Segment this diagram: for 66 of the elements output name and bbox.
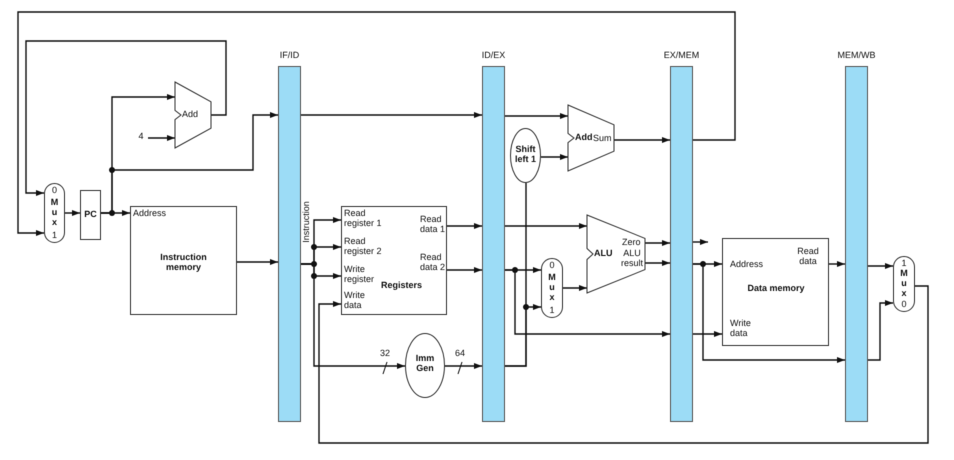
port-label: Read data (796, 246, 820, 267)
arrow (447, 223, 482, 229)
arrow (829, 261, 845, 267)
component-label: Imm Gen (414, 353, 436, 374)
multiplexer-label: Mux (900, 269, 908, 299)
arrow (25, 40, 227, 196)
signal-label: Instruction (300, 201, 312, 243)
input-number: 0 (900, 299, 908, 310)
arrow (148, 135, 175, 141)
port-label: Write data (344, 290, 366, 311)
component-label: Shift left 1 (514, 144, 537, 165)
port-label: Read data 1 (420, 214, 446, 235)
arrow (505, 113, 568, 119)
arrow (693, 263, 845, 363)
component-label: Add (182, 109, 200, 120)
port-label: Read data 2 (420, 252, 446, 273)
arrow (447, 267, 482, 273)
multiplexer-label: Mux (548, 273, 556, 303)
arrow (868, 263, 893, 269)
input-number: 1 (548, 305, 556, 316)
component-label: Instruction memory (159, 252, 208, 273)
arrow (17, 11, 736, 236)
arrow (505, 269, 670, 337)
arrow (445, 363, 482, 369)
arrow (505, 223, 587, 229)
port-label: Write data (730, 318, 752, 339)
arrow (237, 259, 278, 265)
arrow (868, 300, 893, 361)
port-label: Address (133, 208, 168, 218)
port-label: Zero (622, 237, 642, 248)
arrow (318, 285, 929, 444)
arrow (645, 260, 670, 266)
port-label: Write register (344, 264, 376, 285)
component-label: Data memory (746, 283, 806, 294)
arrow (693, 331, 722, 337)
multiplexer-label: Mux (50, 198, 59, 228)
input-number: 1 (50, 230, 58, 240)
port-label: ALU result (620, 248, 644, 269)
arrow (301, 263, 405, 369)
arrow (301, 112, 482, 118)
register-label: MEM/WB (836, 50, 876, 60)
port-label: Sum (593, 133, 613, 144)
component-label: Add (575, 132, 594, 142)
arrow (541, 154, 568, 160)
port-label: Read register 1 (344, 208, 383, 229)
edge-label: 32 (379, 349, 392, 358)
arrow (645, 240, 670, 246)
component-label: PC (83, 209, 98, 220)
port-label: Read register 2 (344, 236, 383, 257)
register-label: EX/MEM (662, 50, 700, 60)
component-label: ALU (594, 248, 614, 258)
input-number: 0 (50, 185, 58, 196)
arrow (693, 239, 708, 245)
arrow (101, 112, 278, 214)
arrow (505, 304, 541, 367)
port-label: Address (730, 259, 764, 270)
input-number: 1 (900, 258, 908, 268)
input-number: 0 (548, 260, 556, 270)
register-label: ID/EX (480, 50, 506, 60)
component-label: Registers (381, 280, 424, 290)
arrow (563, 285, 587, 291)
arrow (65, 210, 80, 216)
arrow (614, 137, 670, 143)
register-label: IF/ID (278, 50, 300, 60)
edge-label: 64 (454, 349, 466, 358)
constant-label: 4 (137, 131, 144, 142)
